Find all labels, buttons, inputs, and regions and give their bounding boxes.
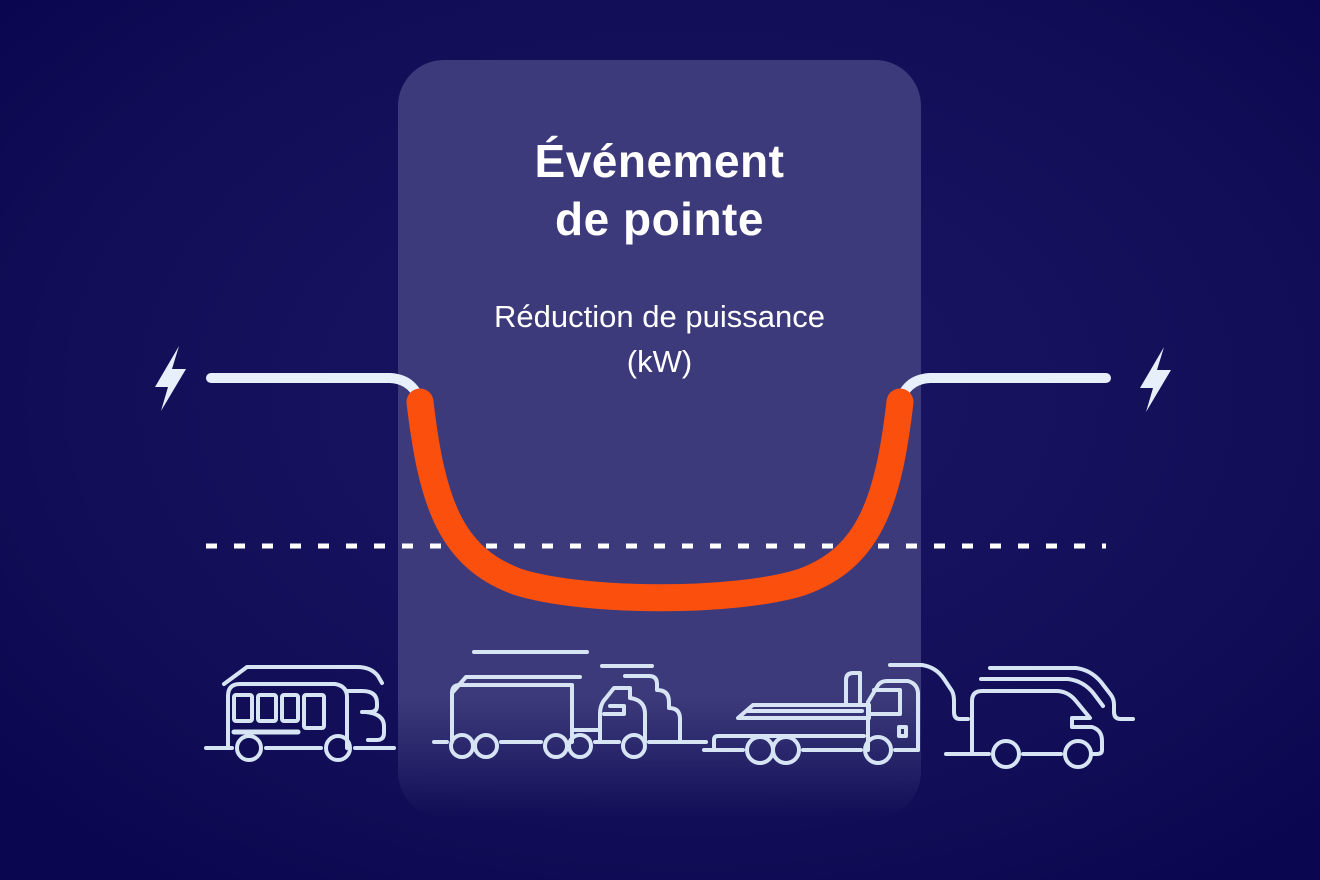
flatbed-truck-icon	[702, 663, 970, 765]
bus-icon	[204, 665, 396, 762]
power-line-left	[206, 373, 423, 401]
lightning-right-icon	[1140, 347, 1171, 412]
title-line-2: de pointe	[555, 193, 764, 245]
power-line-right	[897, 373, 1111, 401]
power-reduction-curve	[406, 388, 914, 612]
subtitle-line-2: (kW)	[626, 344, 693, 379]
van-icon	[944, 666, 1135, 769]
panel-title: Événement de pointe	[398, 132, 921, 248]
title-line-1: Événement	[534, 135, 785, 187]
subtitle-line-1: Réduction de puissance	[494, 299, 825, 334]
lightning-left-icon	[155, 346, 186, 411]
panel-subtitle: Réduction de puissance (kW)	[398, 294, 921, 384]
trucks-icon	[432, 650, 708, 759]
